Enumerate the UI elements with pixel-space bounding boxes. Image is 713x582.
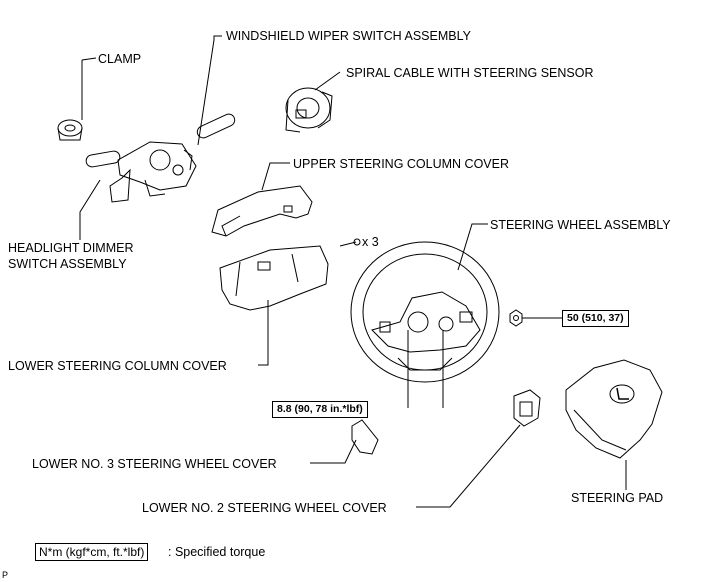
label-screw-count: x 3 [362,235,379,249]
leader-steering-wheel [457,223,488,271]
label-steering-wheel: STEERING WHEEL ASSEMBLY [490,218,671,232]
leader-spiral-cable [314,71,341,91]
label-windshield-wiper: WINDSHIELD WIPER SWITCH ASSEMBLY [226,29,471,43]
label-upper-cover: UPPER STEERING COLUMN COVER [293,157,510,171]
label-headlight-line1: HEADLIGHT DIMMER [8,241,134,255]
label-spiral-cable: SPIRAL CABLE WITH STEERING SENSOR [346,66,594,80]
legend-unit-box: N*m (kgf*cm, ft.*lbf) [35,543,149,561]
screw-drawing [339,238,361,247]
combination-switch-drawing [85,113,236,203]
torque-nut-box: 50 (510, 37) [562,310,629,327]
clamp-drawing [57,119,83,141]
label-steering-pad: STEERING PAD [571,491,664,505]
lower-cover-drawing [219,245,329,311]
lower-no3-cover-drawing [351,419,379,455]
upper-cover-drawing [211,185,313,237]
lexus-emblem-icon [609,384,635,404]
label-clamp: CLAMP [98,52,142,66]
leader-lower-no3 [310,439,357,464]
leader-headlight [79,179,101,240]
label-headlight-line2: SWITCH ASSEMBLY [8,257,127,271]
spiral-cable-drawing [285,87,333,133]
leader-lower-no2 [416,424,521,508]
lower-no2-cover-drawing [513,389,541,427]
steering-pad-drawing [565,359,663,459]
legend-description: : Specified torque [168,545,266,559]
torque-screws-box: 8.8 (90, 78 in.*lbf) [272,401,368,418]
leader-lower-column-cover [258,300,269,366]
leader-clamp [81,57,97,61]
leader-windshield-wiper [197,35,222,146]
steering-wheel-drawing [350,241,500,383]
label-lower-column-cover: LOWER STEERING COLUMN COVER [8,359,227,373]
page-marker: P [2,570,9,580]
nut-drawing [509,309,523,327]
leader-upper-cover [261,162,290,191]
label-lower-no3: LOWER NO. 3 STEERING WHEEL COVER [32,457,277,471]
label-lower-no2: LOWER NO. 2 STEERING WHEEL COVER [142,501,387,515]
